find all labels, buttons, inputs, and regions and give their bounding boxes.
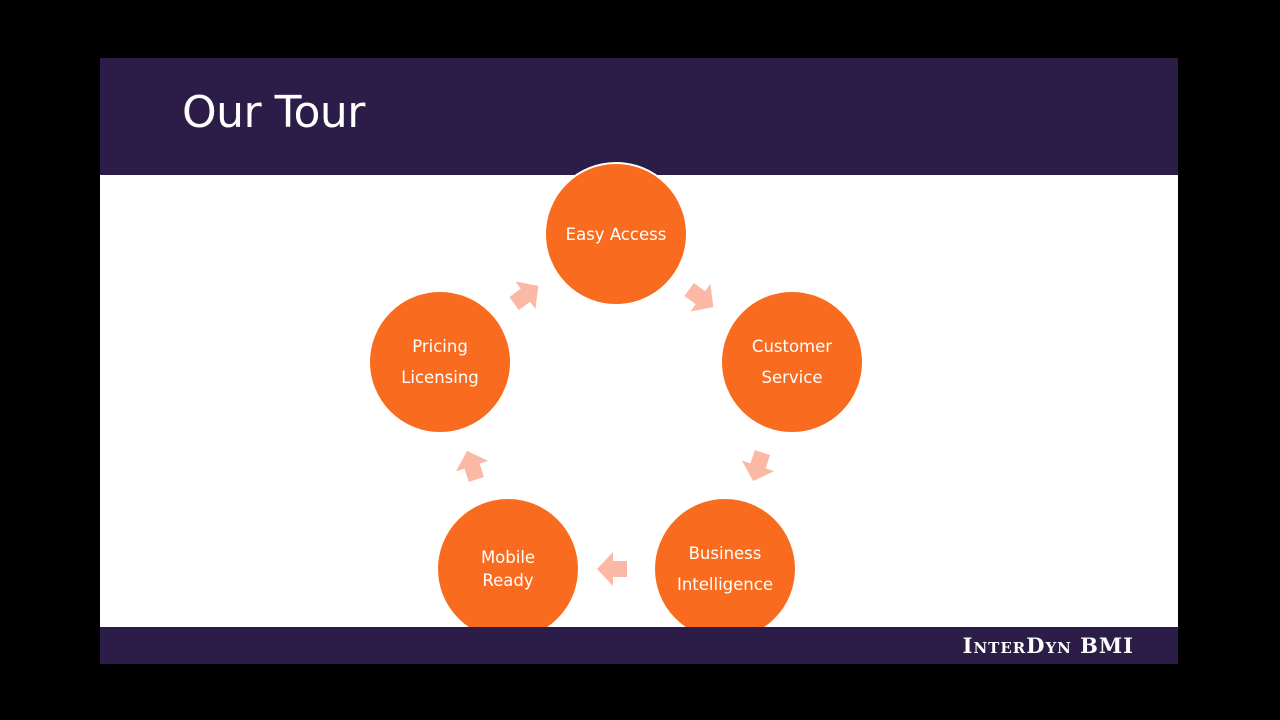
cycle-arrow-3 xyxy=(597,552,627,586)
cycle-arrow-4 xyxy=(455,450,489,482)
node-label-line-1: Customer xyxy=(751,337,833,356)
node-label-line-1: Mobile xyxy=(480,548,536,567)
cycle-arrow-5 xyxy=(509,281,539,310)
node-label-line-2: Licensing xyxy=(401,368,479,387)
node-label-line-1: Business xyxy=(688,544,762,563)
footer-bar: InterDyn BMI xyxy=(100,627,1178,664)
node-label-line-2: Intelligence xyxy=(676,575,773,594)
cycle-node-pricing-licensing: Pricing Licensing xyxy=(368,290,512,434)
cycle-arrow-2 xyxy=(741,450,775,482)
node-label-line-2: Service xyxy=(761,368,823,387)
brand-logo-text: InterDyn BMI xyxy=(962,633,1134,658)
cycle-arrow-1 xyxy=(684,283,714,312)
slide: Our Tour Easy Access Customer Service Bu… xyxy=(100,58,1178,664)
cycle-arrows xyxy=(455,281,775,586)
cycle-node-business-intelligence: Business Intelligence xyxy=(653,497,797,641)
title-bar: Our Tour xyxy=(100,58,1178,175)
slide-title: Our Tour xyxy=(182,87,365,138)
cycle-node-customer-service: Customer Service xyxy=(720,290,864,434)
cycle-node-mobile-ready: Mobile Ready xyxy=(436,497,580,641)
node-label-line-2: Ready xyxy=(482,571,534,590)
cycle-node-easy-access: Easy Access xyxy=(544,162,688,306)
node-label-line-1: Pricing xyxy=(412,337,468,356)
node-label: Easy Access xyxy=(565,224,667,244)
